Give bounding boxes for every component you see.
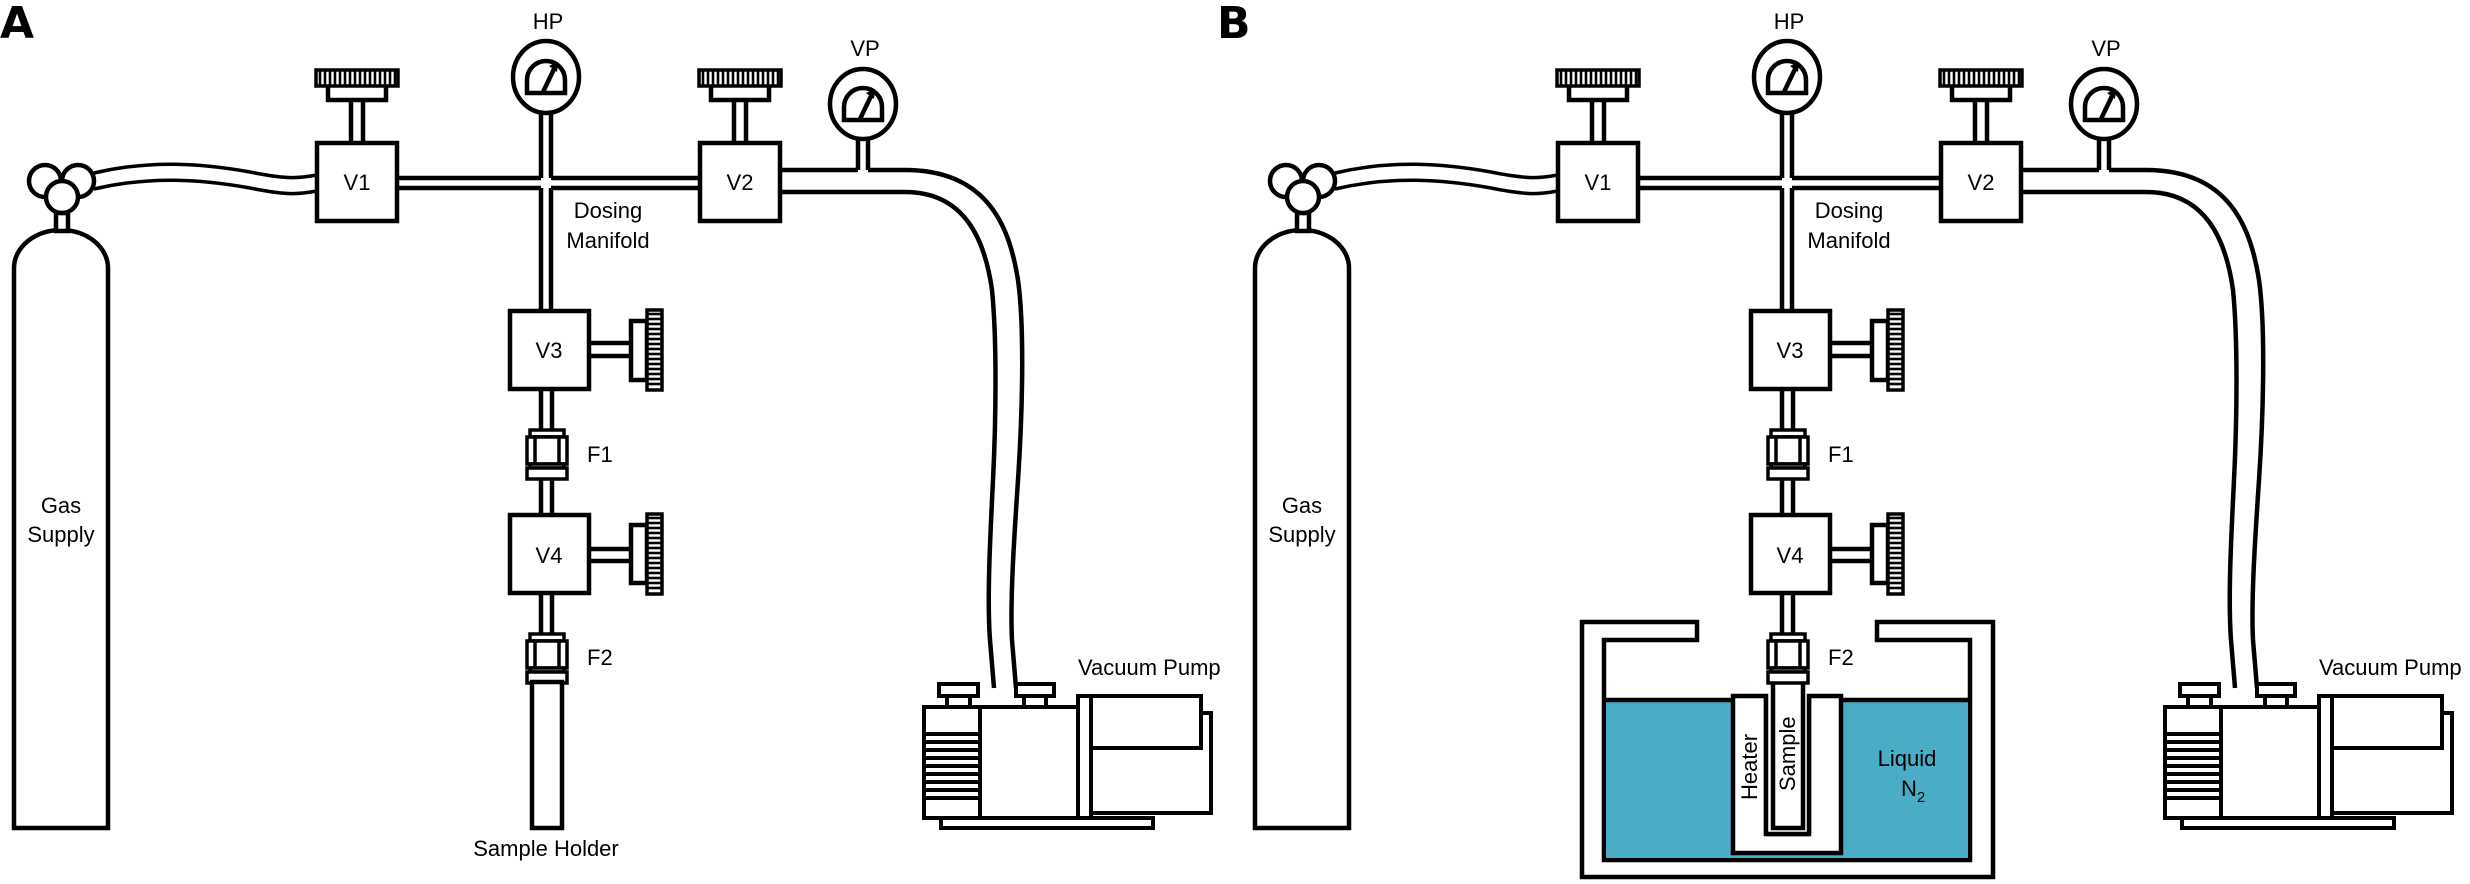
- valve-label-v3: V3: [1777, 338, 1804, 363]
- pressure-gauge-vp: VP: [2068, 36, 2140, 170]
- gas-cylinder: Gas Supply: [11, 162, 111, 831]
- valve-label-v4: V4: [536, 543, 563, 568]
- liquid-formula-n: N: [1901, 776, 1917, 801]
- panel-label: A: [0, 0, 34, 49]
- gas-supply-label-2: Supply: [1268, 522, 1335, 547]
- manifold-label-1: Dosing: [574, 198, 642, 223]
- regulator-valve-icon: [1267, 162, 1338, 216]
- knurled-knob-icon: [697, 68, 783, 88]
- knurled-knob-icon: [1938, 68, 2024, 88]
- fitting-label-f2: F2: [587, 645, 613, 670]
- valve-label-v3: V3: [536, 338, 563, 363]
- cylinder-neck: [53, 210, 71, 234]
- knurled-knob-icon: [314, 68, 400, 88]
- gauge-needle-icon: [540, 66, 558, 93]
- pressure-gauge-hp: HP: [510, 9, 582, 116]
- fitting-label-f1: F1: [1828, 442, 1854, 467]
- panel-label: B: [1217, 0, 1251, 49]
- valve-label-v1: V1: [1585, 170, 1612, 195]
- gauge-label-vp: VP: [2091, 36, 2120, 61]
- valve-label-v2: V2: [1968, 170, 1995, 195]
- gas-supply-label-2: Supply: [27, 522, 94, 547]
- valve-label-v2: V2: [727, 170, 754, 195]
- gauge-label-hp: HP: [1774, 9, 1805, 34]
- fitting-f1: [1766, 428, 1810, 481]
- gauge-label-vp: VP: [850, 36, 879, 61]
- sample-label: Sample: [1775, 716, 1800, 791]
- valve-v1: V1: [1555, 68, 1641, 224]
- vacuum-pump: [922, 682, 1213, 830]
- dosing-manifold-pipe: [397, 112, 700, 311]
- knurled-knob-icon: [645, 308, 664, 392]
- gas-supply-label-1: Gas: [1282, 493, 1322, 518]
- dosing-manifold-pipe: [1638, 112, 1941, 311]
- valve-v2: V2: [697, 68, 783, 224]
- liquid-label: Liquid: [1878, 746, 1937, 771]
- supply-hose: [1334, 162, 1559, 196]
- vacuum-hose: [2021, 167, 2266, 689]
- valve-v1: V1: [314, 68, 400, 224]
- manifold-label-1: Dosing: [1815, 198, 1883, 223]
- valve-v2: V2: [1938, 68, 2024, 224]
- regulator-valve-icon: [26, 162, 97, 216]
- fitting-f2: [1766, 632, 1810, 685]
- vacuum-pump: [2163, 682, 2454, 830]
- gas-supply-label-1: Gas: [41, 493, 81, 518]
- valve-v4: V4: [1748, 512, 1905, 596]
- fitting-f1: [525, 428, 569, 481]
- vacuum-hose: [780, 167, 1025, 689]
- panel-a: A Gas Supply: [0, 0, 1221, 861]
- dewar: Heater Sample Liquid N2: [1579, 619, 1996, 880]
- pump-label: Vacuum Pump: [1078, 655, 1221, 680]
- valve-label-v1: V1: [344, 170, 371, 195]
- valve-label-v4: V4: [1777, 543, 1804, 568]
- fitting-label-f1: F1: [587, 442, 613, 467]
- knurled-knob-icon: [645, 512, 664, 596]
- valve-v3: V3: [1748, 308, 1905, 392]
- manifold-label-2: Manifold: [1807, 228, 1890, 253]
- pressure-gauge-hp: HP: [1751, 9, 1823, 116]
- gas-cylinder: Gas Supply: [1252, 162, 1352, 831]
- fitting-f2: [525, 632, 569, 685]
- sample-holder: [529, 679, 565, 831]
- gauge-label-hp: HP: [533, 9, 564, 34]
- pump-label: Vacuum Pump: [2319, 655, 2462, 680]
- panel-b: B Gas Supply Dosing Ma: [1217, 0, 2462, 880]
- supply-hose: [93, 162, 318, 196]
- heater-label: Heater: [1737, 734, 1762, 800]
- sample-holder-label: Sample Holder: [473, 836, 619, 861]
- fitting-label-f2: F2: [1828, 645, 1854, 670]
- liquid-formula: N2: [1901, 776, 1925, 806]
- sample-tube: [1770, 679, 1806, 831]
- liquid-formula-subscript: 2: [1917, 789, 1925, 806]
- manifold-label-2: Manifold: [566, 228, 649, 253]
- knurled-knob-icon: [1886, 512, 1905, 596]
- valve-v3: V3: [507, 308, 664, 392]
- knurled-knob-icon: [1555, 68, 1641, 88]
- knurled-knob-icon: [1886, 308, 1905, 392]
- valve-v4: V4: [507, 512, 664, 596]
- pressure-gauge-vp: VP: [827, 36, 899, 170]
